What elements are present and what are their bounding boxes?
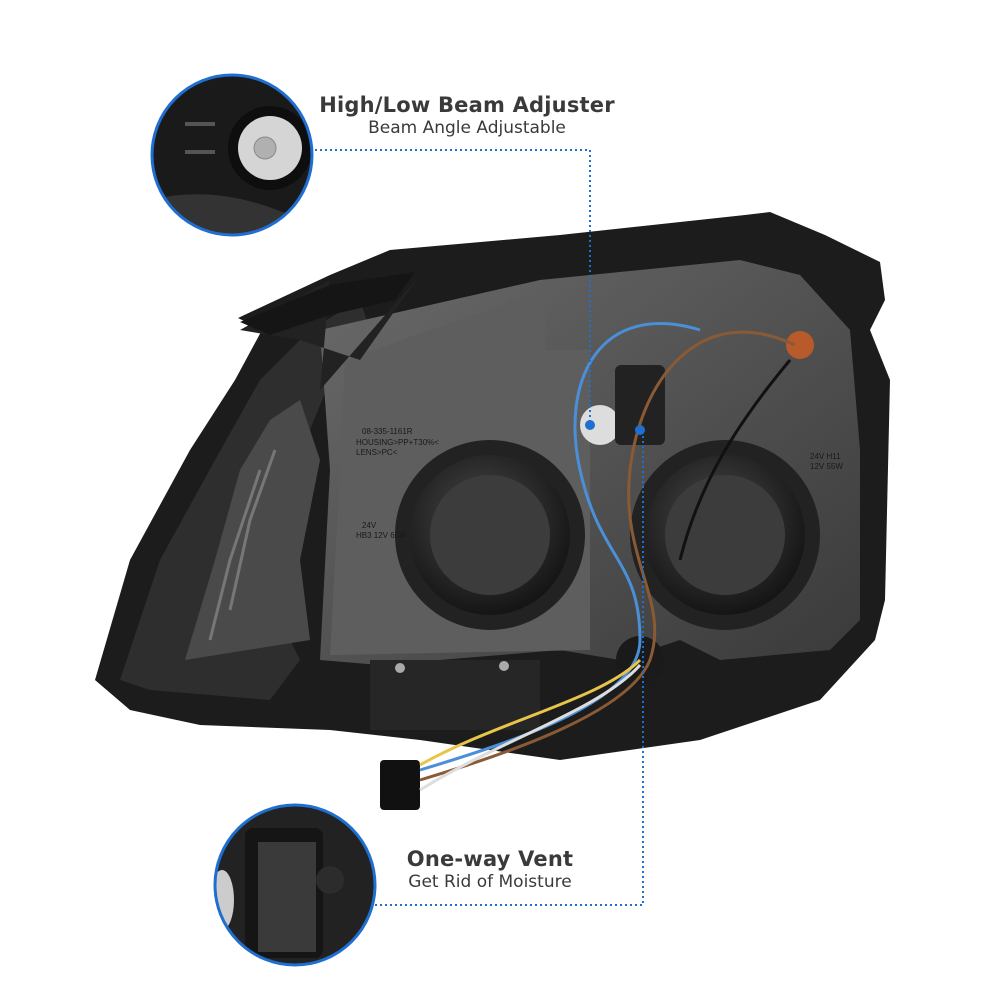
beam-adjuster-callout: High/Low Beam Adjuster Beam Angle Adjust… bbox=[312, 92, 622, 139]
vent-zoom-circle bbox=[213, 803, 377, 967]
one-way-vent bbox=[615, 365, 665, 445]
vent-callout: One-way Vent Get Rid of Moisture bbox=[380, 846, 600, 893]
callout-subtitle: Get Rid of Moisture bbox=[408, 872, 572, 892]
leader-lines bbox=[315, 149, 644, 906]
embossed-left-volt: 24V bbox=[362, 521, 377, 530]
wiring-harness bbox=[419, 322, 796, 792]
adjuster-zoom-circle bbox=[150, 73, 314, 237]
embossed-right-volt: 24V H11 bbox=[810, 452, 841, 461]
callout-title: High/Low Beam Adjuster bbox=[319, 93, 615, 117]
vent-marker-dot bbox=[635, 425, 645, 435]
wire-connector bbox=[380, 760, 420, 810]
low-beam-bowl bbox=[395, 440, 585, 630]
embossed-part-number: 08-335-1161R bbox=[362, 427, 413, 436]
callout-subtitle: Beam Angle Adjustable bbox=[368, 118, 566, 138]
adjuster-marker-dot bbox=[585, 420, 595, 430]
embossed-left-bulb: HB3 12V 60W bbox=[356, 531, 407, 540]
embossed-right-bulb: 12V 55W bbox=[810, 462, 843, 471]
embossed-housing: HOUSING>PP+T30%< bbox=[356, 438, 439, 447]
callout-title: One-way Vent bbox=[406, 847, 574, 871]
high-beam-bowl bbox=[630, 440, 820, 630]
embossed-lens: LENS>PC< bbox=[356, 448, 398, 457]
